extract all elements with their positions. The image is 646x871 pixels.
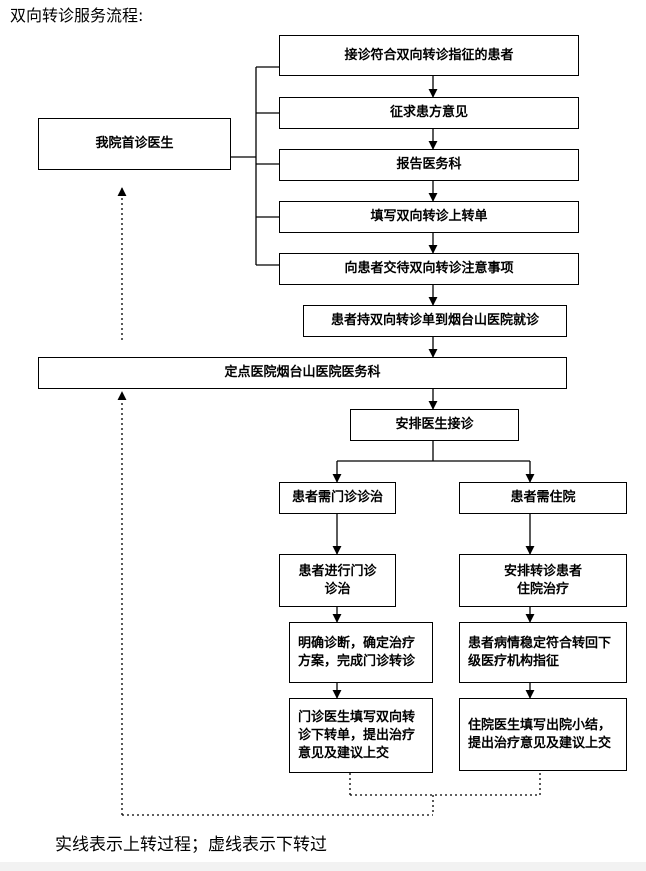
step-fill-upward-form: 填写双向转诊上转单 [279,201,579,233]
step-inpatient-doctor-summary: 住院医生填写出院小结，提出治疗意见及建议上交 [459,698,627,771]
branch-need-outpatient: 患者需门诊诊治 [279,482,396,514]
legend-caption: 实线表示上转过程；虚线表示下转过 [55,835,327,855]
page-title: 双向转诊服务流程: [10,6,144,25]
step-outpatient-doctor-form: 门诊医生填写双向转诊下转单，提出治疗意见及建议上交 [289,698,433,773]
bottom-band [0,862,646,871]
designated-hospital-box: 定点医院烟台山医院医务科 [38,357,567,389]
step-condition-stable: 患者病情稳定符合转回下级医疗机构指征 [459,622,627,683]
branch-need-inpatient: 患者需住院 [459,482,627,514]
step-patient-visit: 患者持双向转诊单到烟台山医院就诊 [303,305,567,337]
step-arrange-doctor: 安排医生接诊 [350,409,519,441]
step-seek-opinion: 征求患方意见 [279,97,579,129]
first-visit-doctor-box: 我院首诊医生 [38,118,231,170]
step-report-medical-dept: 报告医务科 [279,149,579,181]
step-accept-patient: 接诊符合双向转诊指征的患者 [279,35,579,76]
step-clear-diagnosis: 明确诊断，确定治疗方案，完成门诊转诊 [289,622,433,683]
step-outpatient-treatment: 患者进行门诊 诊治 [279,554,396,607]
step-arrange-inpatient: 安排转诊患者 住院治疗 [459,554,627,607]
step-inform-patient: 向患者交待双向转诊注意事项 [279,253,579,285]
